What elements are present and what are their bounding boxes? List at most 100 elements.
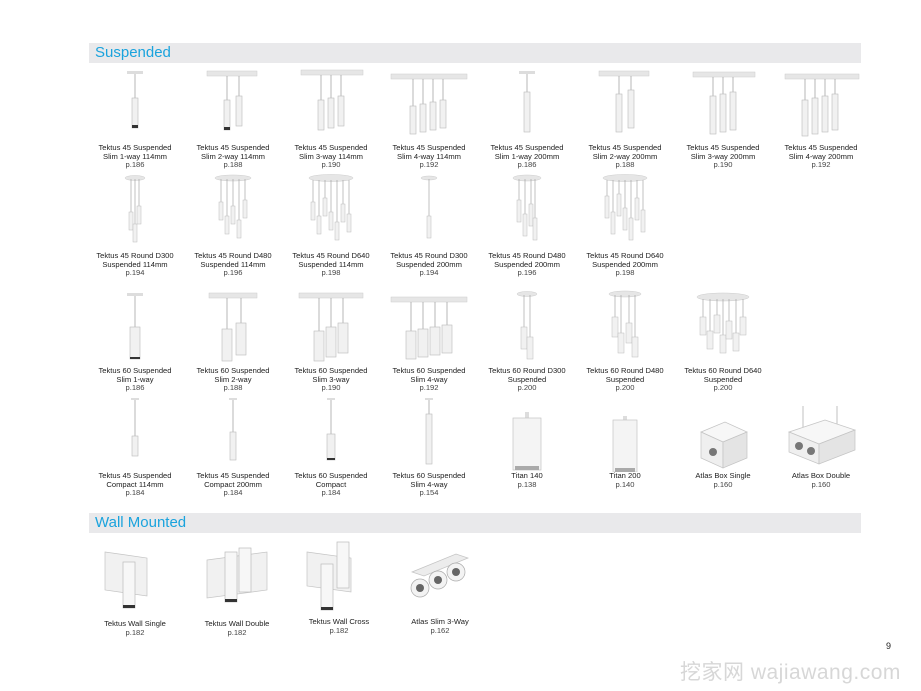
- product-variant: Compact: [315, 479, 347, 489]
- product-variant: Slim 2-way: [214, 374, 252, 384]
- pendant-slim-4way-image: [381, 64, 477, 144]
- product-name: Atlas Box Single: [695, 471, 751, 480]
- pendant-60-compact-image: [283, 392, 379, 472]
- product-name: Tektus 45 Suspended: [490, 143, 564, 152]
- page-reference: p.188: [223, 160, 243, 170]
- pendant-60-slim-2way-image: [185, 287, 281, 367]
- pendant-round-d300-200-image: [381, 172, 477, 252]
- page-reference: p.196: [223, 268, 243, 278]
- page-reference: p.140: [615, 479, 635, 489]
- product-item[interactable]: Tektus 60 Suspended Slim 4-way p.192: [381, 287, 477, 393]
- product-item[interactable]: Tektus 45 Suspended Slim 1-way 200mm p.1…: [479, 64, 575, 170]
- pendant-slim-4way-200-image: [773, 64, 869, 144]
- page-reference: p.200: [517, 383, 537, 393]
- product-variant: Suspended 200mm: [494, 259, 560, 269]
- product-variant: Slim 3-way 200mm: [690, 151, 756, 161]
- product-item[interactable]: Tektus 45 Suspended Slim 4-way 200mm p.1…: [773, 64, 869, 170]
- product-item[interactable]: Tektus 45 Round D300 Suspended 114mm p.1…: [87, 172, 183, 278]
- product-item[interactable]: Atlas Box Double p.160: [773, 392, 869, 489]
- product-item[interactable]: Titan 200 p.140: [577, 392, 673, 489]
- product-name: Atlas Box Double: [791, 471, 851, 480]
- product-item[interactable]: Tektus Wall Single p.182: [87, 538, 183, 637]
- page-reference: p.186: [517, 160, 537, 170]
- product-variant: Slim 2-way 200mm: [592, 151, 658, 161]
- product-item[interactable]: Tektus 60 Round D480 Suspended p.200: [577, 287, 673, 393]
- page-reference: p.138: [517, 479, 537, 489]
- product-item[interactable]: Tektus 45 Round D480 Suspended 114mm p.1…: [185, 172, 281, 278]
- product-name: Tektus Wall Double: [204, 619, 270, 628]
- pendant-60-slim-3way-image: [283, 287, 379, 367]
- atlas-slim-3way-image: [392, 534, 488, 618]
- product-item[interactable]: Tektus 45 Suspended Slim 4-way 114mm p.1…: [381, 64, 477, 170]
- product-item[interactable]: Tektus 60 Suspended Compact p.184: [283, 392, 379, 498]
- product-item[interactable]: Titan 140 p.138: [479, 392, 575, 489]
- pendant-slim-3way-image: [283, 64, 379, 144]
- product-variant: Slim 1-way 200mm: [494, 151, 560, 161]
- product-name: Titan 140: [511, 471, 543, 480]
- product-item[interactable]: Tektus 45 Suspended Slim 2-way 114mm p.1…: [185, 64, 281, 170]
- product-item[interactable]: Tektus Wall Double p.182: [189, 538, 285, 637]
- pendant-slim-3way-200-image: [675, 64, 771, 144]
- product-item[interactable]: Tektus 45 Round D480 Suspended 200mm p.1…: [479, 172, 575, 278]
- product-item[interactable]: Tektus 45 Suspended Slim 1-way 114mm p.1…: [87, 64, 183, 170]
- pendant-slim-1way-200-image: [479, 64, 575, 144]
- atlas-box-single-image: [675, 392, 771, 472]
- product-variant: Suspended 114mm: [298, 259, 364, 269]
- page-reference: p.192: [811, 160, 831, 170]
- product-name: Atlas Slim 3-Way: [411, 617, 469, 626]
- product-item[interactable]: Tektus 60 Suspended Slim 1-way p.186: [87, 287, 183, 393]
- product-name: Tektus 45 Round D640: [586, 251, 664, 260]
- product-name: Tektus 45 Round D640: [292, 251, 370, 260]
- product-name: Tektus 60 Suspended: [392, 366, 466, 375]
- product-item[interactable]: Tektus 45 Suspended Compact 114mm p.184: [87, 392, 183, 498]
- pendant-round-d640-image: [283, 172, 379, 252]
- product-item[interactable]: Tektus 45 Suspended Slim 2-way 200mm p.1…: [577, 64, 673, 170]
- product-item[interactable]: Tektus 60 Suspended Slim 2-way p.188: [185, 287, 281, 393]
- product-item[interactable]: Tektus 60 Suspended Slim 4-way p.154: [381, 392, 477, 498]
- page-reference: p.182: [329, 625, 349, 635]
- product-name: Tektus 45 Round D480: [194, 251, 272, 260]
- product-item[interactable]: Tektus 60 Round D300 Suspended p.200: [479, 287, 575, 393]
- page-reference: p.200: [713, 383, 733, 393]
- wall-cross-image: [291, 536, 387, 618]
- page-reference: p.188: [223, 383, 243, 393]
- product-item[interactable]: Atlas Box Single p.160: [675, 392, 771, 489]
- page-reference: p.190: [713, 160, 733, 170]
- page-reference: p.198: [321, 268, 341, 278]
- pendant-compact-114-image: [87, 392, 183, 472]
- product-item[interactable]: Tektus 45 Round D640 Suspended 200mm p.1…: [577, 172, 673, 278]
- product-name: Tektus 45 Suspended: [98, 471, 172, 480]
- pendant-60-round-d300-image: [479, 287, 575, 367]
- section-header-suspended: Suspended: [89, 43, 861, 63]
- product-item[interactable]: Tektus 60 Suspended Slim 3-way p.190: [283, 287, 379, 393]
- product-variant: Slim 1-way 114mm: [103, 151, 167, 161]
- pendant-60-round-d480-image: [577, 287, 673, 367]
- product-item[interactable]: Tektus Wall Cross p.182: [291, 536, 387, 635]
- product-item[interactable]: Tektus 45 Round D300 Suspended 200mm p.1…: [381, 172, 477, 278]
- product-item[interactable]: Tektus 60 Round D640 Suspended p.200: [675, 287, 771, 393]
- page-reference: p.160: [713, 479, 733, 489]
- product-name: Tektus 60 Suspended: [196, 366, 270, 375]
- pendant-compact-200-image: [185, 392, 281, 472]
- product-item[interactable]: Tektus 45 Suspended Compact 200mm p.184: [185, 392, 281, 498]
- product-name: Tektus 60 Round D640: [684, 366, 762, 375]
- product-name: Tektus 45 Suspended: [686, 143, 760, 152]
- pendant-round-d480-image: [185, 172, 281, 252]
- titan-140-image: [479, 392, 575, 472]
- product-item[interactable]: Atlas Slim 3-Way p.162: [392, 534, 488, 635]
- product-item[interactable]: Tektus 45 Suspended Slim 3-way 200mm p.1…: [675, 64, 771, 170]
- product-variant: Slim 2-way 114mm: [201, 151, 265, 161]
- product-name: Tektus 45 Suspended: [196, 143, 270, 152]
- product-variant: Suspended 200mm: [396, 259, 462, 269]
- page-reference: p.194: [125, 268, 145, 278]
- wall-single-image: [87, 538, 183, 620]
- atlas-box-double-image: [773, 392, 869, 472]
- product-name: Tektus 45 Round D300: [96, 251, 174, 260]
- pendant-slim-2way-200-image: [577, 64, 673, 144]
- product-item[interactable]: Tektus 45 Round D640 Suspended 114mm p.1…: [283, 172, 379, 278]
- page-reference: p.190: [321, 383, 341, 393]
- page-reference: p.196: [517, 268, 537, 278]
- product-item[interactable]: Tektus 45 Suspended Slim 3-way 114mm p.1…: [283, 64, 379, 170]
- pendant-round-d640-200-image: [577, 172, 673, 252]
- pendant-60-slim-1way-image: [87, 287, 183, 367]
